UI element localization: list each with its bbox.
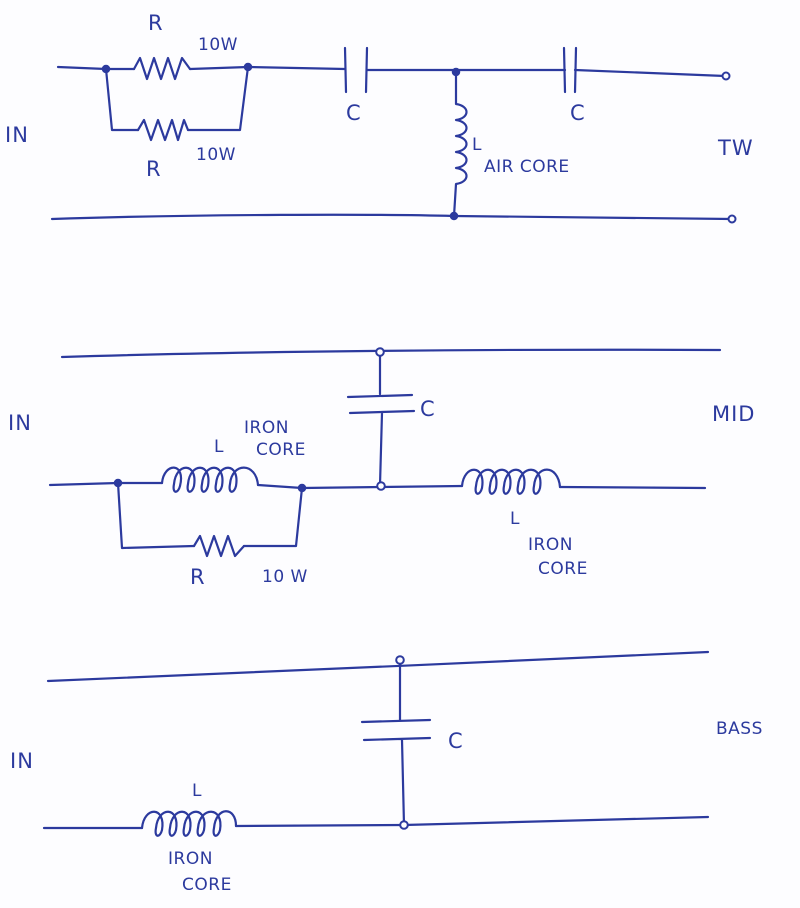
bass-node-2 [399, 820, 409, 830]
tweeter-inductor-label: L [472, 135, 482, 155]
mid-node-4 [376, 481, 386, 491]
bass-series-inductor [140, 810, 238, 837]
mid-resistor-rating: 10 W [262, 567, 308, 587]
mid-series-inductor-core-1: IRON [528, 535, 573, 555]
mid-resistor-label: R [190, 565, 206, 589]
bass-shunt-capacitor [360, 658, 432, 827]
tweeter-node-3 [451, 67, 461, 77]
tweeter-node-1 [101, 64, 111, 74]
tweeter-resistor-network-wire [104, 65, 250, 132]
mid-parallel-inductor-label: L [214, 437, 224, 457]
tweeter-shunt-inductor [452, 70, 468, 218]
tweeter-resistor-top-label: R [148, 11, 164, 35]
bass-node-1 [395, 655, 405, 665]
mid-capacitor-label: C [420, 397, 436, 421]
mid-parallel-inductor [160, 466, 260, 493]
mid-parallel-resistor-wire [116, 481, 304, 550]
tweeter-bottom-wire [50, 213, 734, 221]
mid-node-1 [113, 478, 123, 488]
tweeter-resistor-bottom-label: R [146, 157, 162, 181]
tweeter-inductor-core: AIR CORE [484, 157, 570, 177]
mid-output-label: MID [712, 402, 755, 426]
tweeter-capacitor-2-label: C [570, 101, 586, 125]
bass-inductor-core-1: IRON [168, 849, 213, 869]
mid-bottom-wire [48, 481, 707, 490]
bass-inductor-label: L [192, 781, 202, 801]
mid-series-inductor [460, 468, 562, 495]
tweeter-resistor-bottom [136, 118, 190, 142]
bass-capacitor-label: C [448, 729, 464, 753]
mid-node-3 [375, 347, 385, 357]
tweeter-capacitor-1 [343, 46, 369, 94]
mid-series-inductor-label: L [510, 509, 520, 529]
mid-input-label: IN [8, 411, 32, 435]
tweeter-top-wire [56, 65, 727, 78]
mid-parallel-inductor-core-2: CORE [256, 440, 306, 460]
mid-parallel-resistor [192, 534, 246, 558]
bass-output-label: BASS [716, 719, 763, 739]
tweeter-resistor-top [132, 56, 192, 81]
mid-node-2 [297, 483, 307, 493]
tweeter-capacitor-2 [562, 46, 578, 94]
tweeter-node-2 [243, 62, 253, 72]
tweeter-output-label: TW [717, 136, 754, 160]
bass-input-label: IN [10, 749, 34, 773]
tweeter-input-label: IN [5, 123, 29, 147]
mid-top-wire [60, 348, 722, 359]
tweeter-node-4 [449, 211, 459, 221]
bass-inductor-core-2: CORE [182, 875, 232, 895]
tweeter-output-terminal-top [721, 71, 731, 81]
mid-circuit: IN MID C L IRON CORE R 10 W L IRON CORE [8, 347, 755, 589]
tweeter-capacitor-1-label: C [346, 101, 362, 125]
mid-series-inductor-core-2: CORE [538, 559, 588, 579]
tweeter-circuit: IN TW R 10W R 10W C C L AIR CORE [5, 11, 754, 224]
tweeter-resistor-bottom-rating: 10W [196, 145, 236, 165]
bass-circuit: IN BASS C L IRON CORE [10, 650, 763, 895]
bass-top-wire [46, 650, 710, 683]
tweeter-output-terminal-bottom [727, 214, 737, 224]
mid-shunt-capacitor [346, 350, 416, 487]
tweeter-resistor-top-rating: 10W [198, 35, 238, 55]
mid-parallel-inductor-core-1: IRON [244, 418, 289, 438]
